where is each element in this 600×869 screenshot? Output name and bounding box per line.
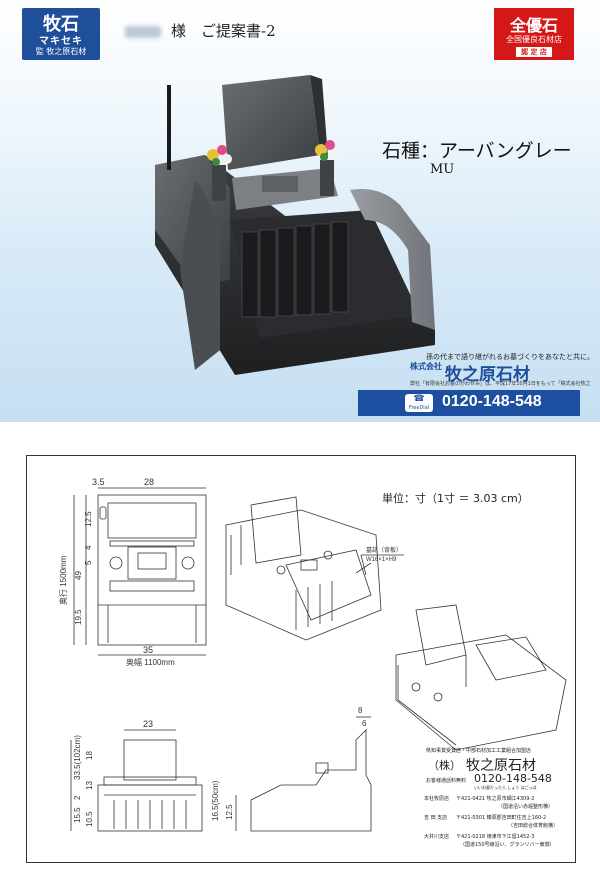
branch-note: （国道沿い赤堀整形横） [498,804,554,810]
company-prefix: 株式会社 [410,362,442,371]
address-company: 牧之原石材 [466,758,536,774]
branch-name: 本社牧原店 [424,796,450,802]
dim-v-15-5: 15.5 [73,807,82,823]
dim-top-width: 28 [144,477,154,487]
dim-v-13: 13 [85,781,94,790]
flowers-left [207,145,232,166]
callout-size: W16×1×H9 [366,557,397,563]
iso-view-2 [395,604,567,751]
logo-sub: 監 牧之原石材 [35,47,87,56]
stone-code: MU [430,162,455,177]
branch-note: （国道150号線沿い、グランリバー東側） [460,842,555,848]
vase-right [320,160,334,196]
makiseki-logo: 牧石 マキセキ 監 牧之原石材 [22,8,100,60]
logo-kana: マキセキ [39,36,83,47]
logo-main: 牧石 [43,14,79,35]
address-company-prefix: （株） [428,759,461,772]
dim-v-4: 4 [84,545,93,550]
incense-holder [262,176,298,192]
zenyuseki-badge: 全優石 全国優良石材店 認 定 店 [494,8,574,60]
dim-bottom-width: 35 [143,645,153,655]
stone-type: 石種：アーバングレー [382,140,572,162]
dim-v-10-5: 10.5 [85,811,94,827]
headstone [222,75,320,170]
dim-side-height: 16.5(50cm) [211,780,220,821]
unit-label: 単位：寸（1寸 ＝ 3.03 cm） [382,492,529,505]
proposal-title: 様 ご提案書-2 [125,20,276,44]
dim-v-19-5: 19.5 [74,609,83,625]
address-block: 県知事賞受賞店・中部石材加工工業組合加盟店 （株） 牧之原石材 お客様通話料無料… [424,747,574,859]
callout-label: 墓誌（背板） [366,546,402,554]
dim-v-49: 49 [74,571,83,580]
dim-total-height: 33.5(102cm) [73,735,82,780]
top-view [73,487,207,656]
branch-addr: 〒421-0421 牧之原市細江4309-2 [456,796,535,802]
dim-side-8: 8 [358,706,363,715]
wall-front [180,180,220,370]
branch-name: 吉 田 支店 [424,815,448,821]
dim-v-18: 18 [85,751,94,760]
drawing-sheet [26,455,576,863]
freedial-icon: ☎FreeDial [405,394,433,412]
address-phone[interactable]: 0120-148-548 [474,772,552,785]
technical-drawing [70,487,567,832]
vase-left [212,165,226,201]
flowers-right [315,140,340,161]
branch-note: （吉田総合体育館横） [508,823,559,829]
dim-depth-mm: 奥行 1500mm [58,555,68,605]
branch-addr: 〒421-0218 焼津市下江留1452-3 [456,834,535,840]
dim-v-12-5: 12.5 [84,511,93,527]
tagline: 孫の代まで語り継がれるお墓づくりをあなたと共に。 [426,353,594,361]
phone-note: いいお墓だったら しょう はごっぱ [474,785,537,790]
branch-name: 大井川支店 [424,834,450,840]
company-name: 牧之原石材 [445,365,530,385]
proposal-panel: 牧石 マキセキ 監 牧之原石材 様 ご提案書-2 全優石 全国優良石材店 認 定… [0,0,600,422]
dim-side: 3.5 [92,477,105,487]
phone-bar [358,390,580,416]
badge-stamp: 認 定 店 [516,47,552,57]
redacted-name [125,26,161,38]
dim-side-base: 12.5 [225,804,234,820]
stupa-rod [167,85,171,170]
iso-view-1 [225,496,382,641]
phone-label: お客様通話料無料 [426,778,467,784]
branch-addr: 〒421-0301 榛原郡吉田町住吉上160-2 [456,815,547,821]
grave-render [155,75,435,375]
dim-v-5: 5 [84,560,93,565]
dim-side-6: 6 [362,719,367,728]
dimension-labels: 3.5 28 35 奥幅 1100mm 奥行 1500mm 12.5 4 5 4… [58,477,402,827]
dim-bottom-23: 23 [143,719,153,729]
side-view [235,716,372,832]
right-wall [350,189,435,330]
badge-sub: 全国優良石材店 [506,35,562,44]
badge-main: 全優石 [509,16,558,35]
cert-text: 県知事賞受賞店・中部石材加工工業組合加盟店 [426,748,532,754]
rename-notice: 弊社「有限会社お墓のかわせみ」は、平成17年10月1日をもって「株式会社牧之原石… [410,381,590,387]
front-slats [241,221,349,318]
front-view [70,729,203,832]
dim-v-2: 2 [73,795,82,800]
dim-width-mm: 奥幅 1100mm [126,657,175,667]
phone-number[interactable]: 0120-148-548 [442,393,542,410]
